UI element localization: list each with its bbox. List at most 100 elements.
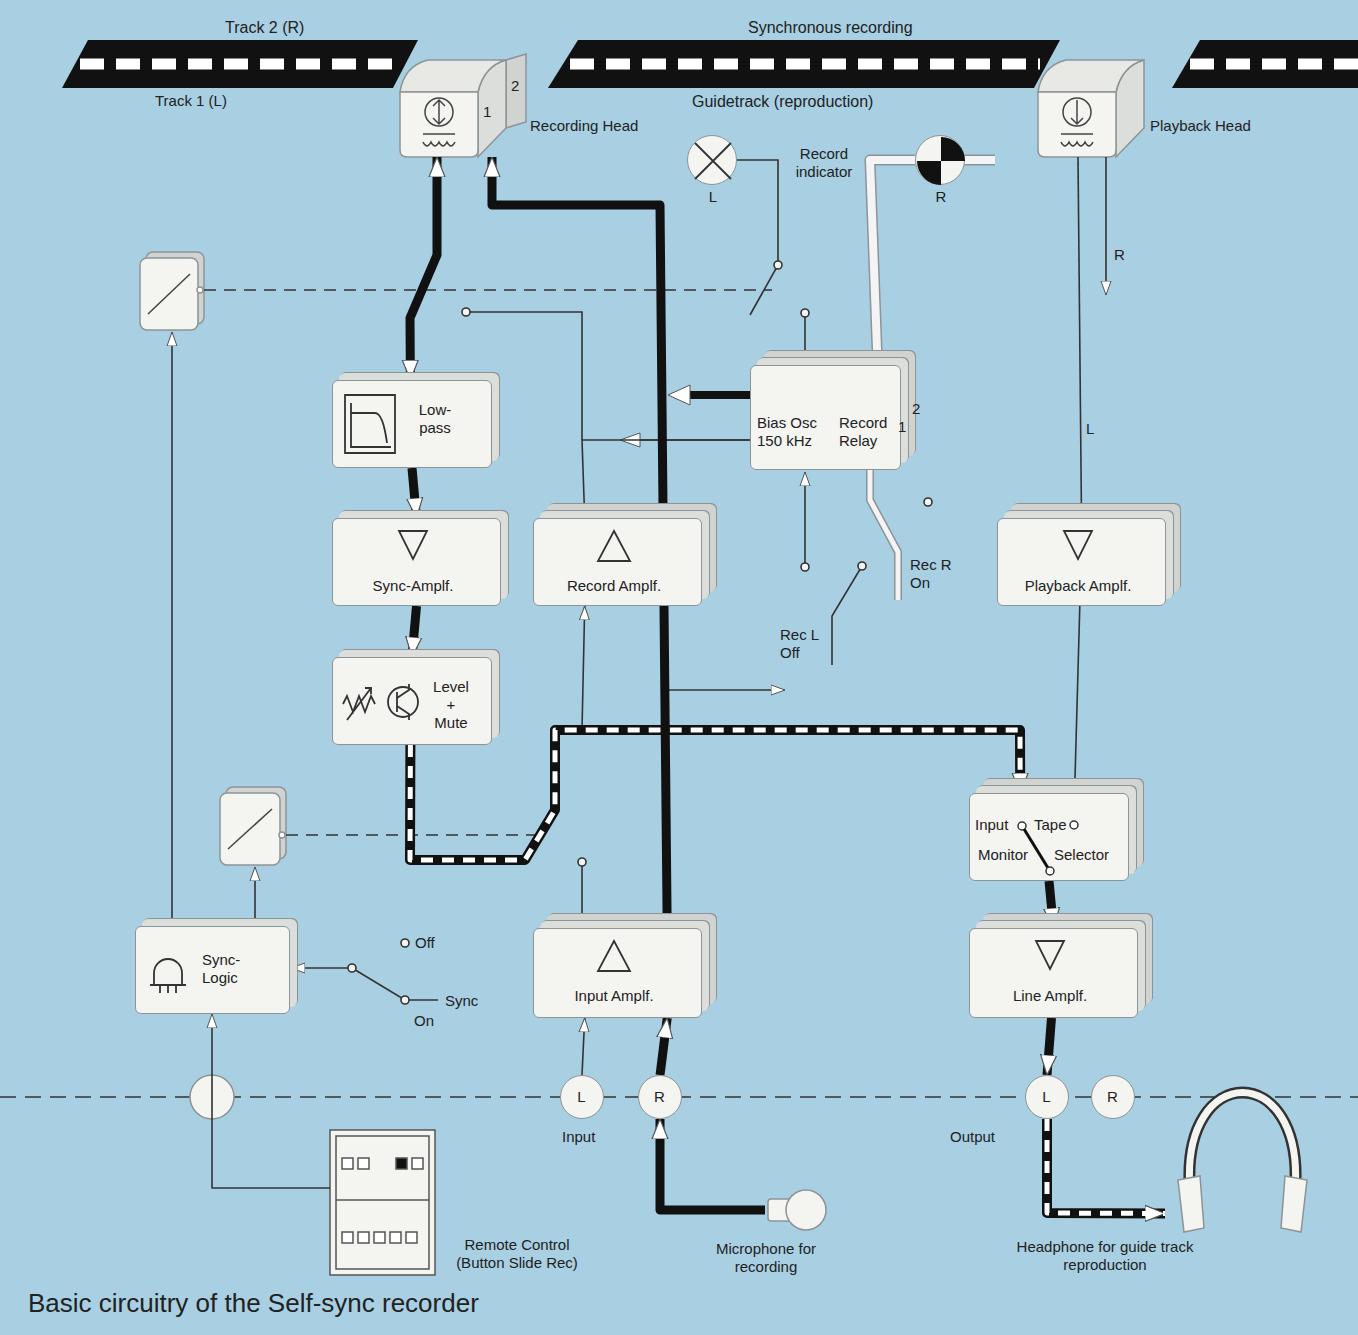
node-label: Microphone for recording	[703, 1240, 829, 1276]
node-label: Record Amplf.	[534, 577, 694, 595]
amplifier-box: Line Amplf.	[969, 928, 1138, 1018]
bias-feed	[620, 385, 750, 447]
drawing-part	[425, 98, 453, 126]
drawing-part	[405, 999, 438, 1001]
amplifier-box: Sync-Amplf.	[332, 518, 501, 606]
drawing-part	[1046, 867, 1054, 875]
signal-connector	[1049, 881, 1054, 928]
drawing-part	[581, 866, 583, 928]
drawing-part	[342, 1158, 353, 1169]
drawing-part	[197, 287, 203, 293]
diagram-label: Record indicator	[788, 145, 860, 181]
connector-line	[660, 1119, 765, 1210]
drawing-part	[336, 1136, 429, 1269]
connector-stripe	[1047, 1119, 1165, 1214]
drawing-part	[924, 498, 932, 506]
connector-line	[410, 157, 437, 380]
diagram-label: Rec R On	[910, 556, 958, 592]
node-label: 2	[912, 400, 920, 418]
drawing-part	[150, 959, 186, 993]
diagram-label: Input	[562, 1128, 595, 1146]
node-label: 1	[483, 103, 491, 121]
diagram-label: R	[1114, 246, 1125, 264]
drawing-part	[330, 1130, 435, 1275]
filter-box: Low- pass	[332, 380, 492, 468]
drawing-part	[374, 1232, 385, 1243]
signal-connector	[660, 1119, 765, 1210]
node-label: L	[1026, 1088, 1067, 1106]
drawing-part	[343, 688, 375, 720]
edge-label: L	[1086, 420, 1094, 438]
relays	[140, 252, 286, 865]
connector-fill	[870, 160, 915, 365]
diagram-label: Guidetrack (reproduction)	[692, 92, 873, 111]
signal-connector	[870, 160, 915, 365]
drawing-part	[1038, 92, 1116, 157]
node-label: Input	[975, 816, 1008, 834]
drawing-part	[401, 996, 409, 1004]
drawing-part	[570, 59, 1040, 70]
signal-connector	[410, 730, 1020, 860]
connector-line	[410, 730, 1020, 860]
signal-connector	[1047, 1018, 1052, 1075]
drawing-part	[1105, 157, 1107, 295]
signal-connector	[212, 1014, 330, 1188]
jack-socket: R	[638, 1075, 682, 1119]
node-label: Monitor	[978, 846, 1028, 864]
remote-control	[330, 1130, 435, 1275]
drawing-part	[433, 100, 445, 124]
node-label: Remote Control (Button Slide Rec)	[442, 1236, 592, 1272]
connector-line	[1047, 1018, 1052, 1075]
drawing-part	[358, 1158, 369, 1169]
drawing-part	[506, 54, 526, 128]
connector-line	[582, 1018, 585, 1075]
drawing-part	[228, 809, 272, 849]
node-label: Recording Head	[530, 117, 638, 135]
drawing-part	[801, 563, 809, 571]
connector-line	[412, 606, 417, 657]
drawing-part	[204, 289, 772, 290]
diagram-label: Synchronous recording	[748, 18, 913, 37]
signal-connector	[660, 1018, 667, 1075]
node-label: 2	[511, 77, 519, 95]
node-label: Record Relay	[839, 414, 893, 450]
node-label: Playback Head	[1150, 117, 1251, 135]
connector-line	[1047, 1119, 1165, 1214]
drawing-part	[1172, 40, 1358, 88]
node-label: Bias Osc 150 kHz	[757, 414, 823, 450]
headphone: Headphone for guide track reproduction	[1165, 1100, 1307, 1232]
drawing-part	[870, 470, 898, 600]
signal-connector	[412, 606, 417, 657]
drawing-part	[1061, 134, 1093, 146]
drawing-part	[220, 793, 280, 865]
remote-control: Remote Control (Button Slide Rec)	[330, 1130, 435, 1275]
drawing-part	[412, 1158, 423, 1169]
connector-line	[212, 1014, 330, 1188]
drawing-part	[171, 332, 173, 926]
diagram-label: Track 1 (L)	[155, 92, 227, 110]
drawing-part	[291, 967, 352, 969]
drawing-part	[388, 687, 418, 717]
connector-stripe	[410, 730, 1020, 860]
diagram-label: On	[414, 1012, 434, 1030]
node-label: Headphone for guide track reproduction	[1015, 1238, 1195, 1274]
drawing-part	[1036, 941, 1064, 969]
record-lamp: L	[687, 135, 737, 185]
drawing-part	[1063, 98, 1091, 126]
signal-connector	[1047, 1119, 1165, 1214]
diagram-label: Off	[415, 934, 435, 952]
amplifier-box: Input Amplf.	[533, 928, 702, 1018]
jack-socket: L	[560, 1075, 604, 1119]
diagram-label: Sync	[445, 992, 478, 1010]
drawing-part	[462, 308, 470, 316]
drawing-part	[737, 160, 778, 315]
level-mute-box: Level + Mute	[332, 657, 492, 745]
jack-socket: L	[1025, 1075, 1069, 1119]
drawing-part	[786, 1190, 826, 1230]
node-icon	[688, 136, 738, 186]
drawing-part	[358, 1232, 369, 1243]
node-icon	[333, 658, 493, 746]
signal-connector	[1075, 606, 1080, 793]
drawing-part	[1189, 1093, 1295, 1191]
